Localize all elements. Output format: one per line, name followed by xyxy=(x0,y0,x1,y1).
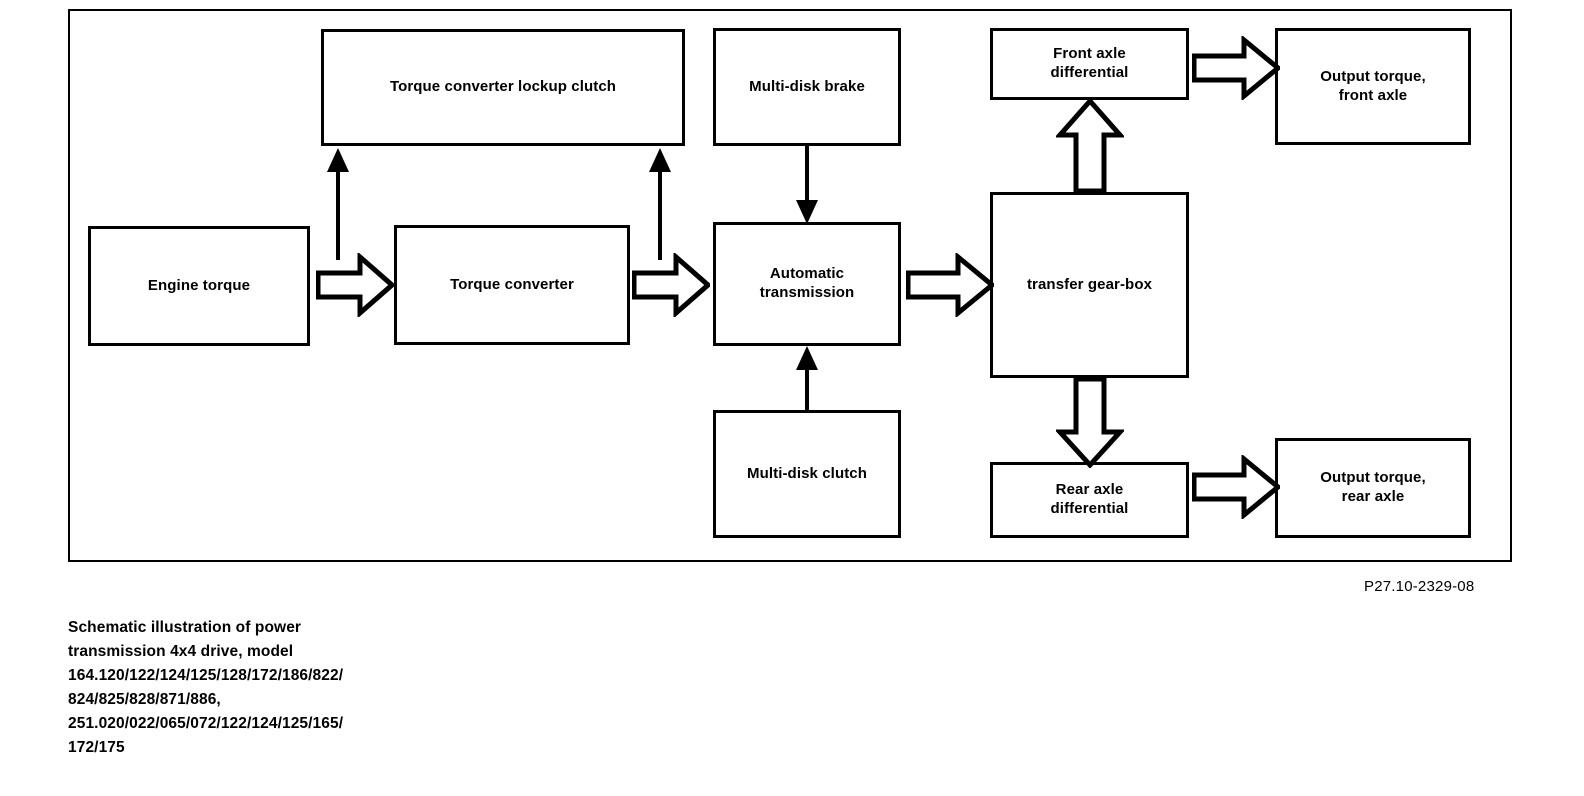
node-multi-disk-brake-label: Multi-disk brake xyxy=(749,77,865,95)
block-arrow-right-icon-converter-to-transmission xyxy=(632,253,710,317)
thin-arrow-up-icon-converter-to-lockup xyxy=(647,146,673,262)
node-multi-disk-clutch-label: Multi-disk clutch xyxy=(746,464,868,482)
block-arrow-right-icon-front-diff-to-output xyxy=(1192,36,1280,100)
figure-caption: Schematic illustration of power transmis… xyxy=(68,619,344,757)
block-arrow-right-icon-transmission-to-transfer xyxy=(906,253,994,317)
reference-code: P27.10-2329-08 xyxy=(1364,578,1475,595)
thin-arrow-down-icon-brake-to-transmission xyxy=(794,146,820,226)
node-front-axle-differential-label: Front axle differential xyxy=(1050,45,1129,81)
node-multi-disk-brake: Multi-disk brake xyxy=(713,28,901,146)
node-torque-converter-label: Torque converter xyxy=(450,275,574,293)
block-arrow-right-icon-rear-diff-to-output xyxy=(1192,455,1280,519)
node-automatic-transmission-label: Automatic transmission xyxy=(759,265,855,301)
node-output-torque-rear-axle-label: Output torque, rear axle xyxy=(1320,469,1426,505)
block-arrow-up-icon-transfer-to-front-diff xyxy=(1056,98,1124,194)
thin-arrow-up-icon-clutch-to-transmission xyxy=(794,344,820,414)
block-arrow-right-icon-engine-to-converter xyxy=(316,253,394,317)
node-lockup-clutch-label: Torque converter lockup clutch xyxy=(389,78,617,96)
node-output-torque-rear-axle: Output torque, rear axle xyxy=(1275,438,1471,538)
thin-arrow-up-icon-engine-to-lockup xyxy=(325,146,351,262)
node-rear-axle-differential: Rear axle differential xyxy=(990,462,1189,538)
node-engine-torque: Engine torque xyxy=(88,226,310,346)
node-multi-disk-clutch: Multi-disk clutch xyxy=(713,410,901,538)
node-front-axle-differential: Front axle differential xyxy=(990,28,1189,100)
node-torque-converter-lockup-clutch: Torque converter lockup clutch xyxy=(321,29,685,146)
node-output-torque-front-axle-label: Output torque, front axle xyxy=(1320,67,1426,104)
diagram-frame xyxy=(68,9,1512,562)
node-transfer-gearbox-label: transfer gear-box xyxy=(1026,275,1153,293)
block-arrow-down-icon-transfer-to-rear-diff xyxy=(1056,376,1124,468)
node-output-torque-front-axle: Output torque, front axle xyxy=(1275,28,1471,145)
node-rear-axle-differential-label: Rear axle differential xyxy=(1050,481,1129,517)
node-engine-torque-label: Engine torque xyxy=(147,276,251,294)
node-torque-converter: Torque converter xyxy=(394,225,630,345)
node-automatic-transmission: Automatic transmission xyxy=(713,222,901,346)
node-transfer-gearbox: transfer gear-box xyxy=(990,192,1189,378)
